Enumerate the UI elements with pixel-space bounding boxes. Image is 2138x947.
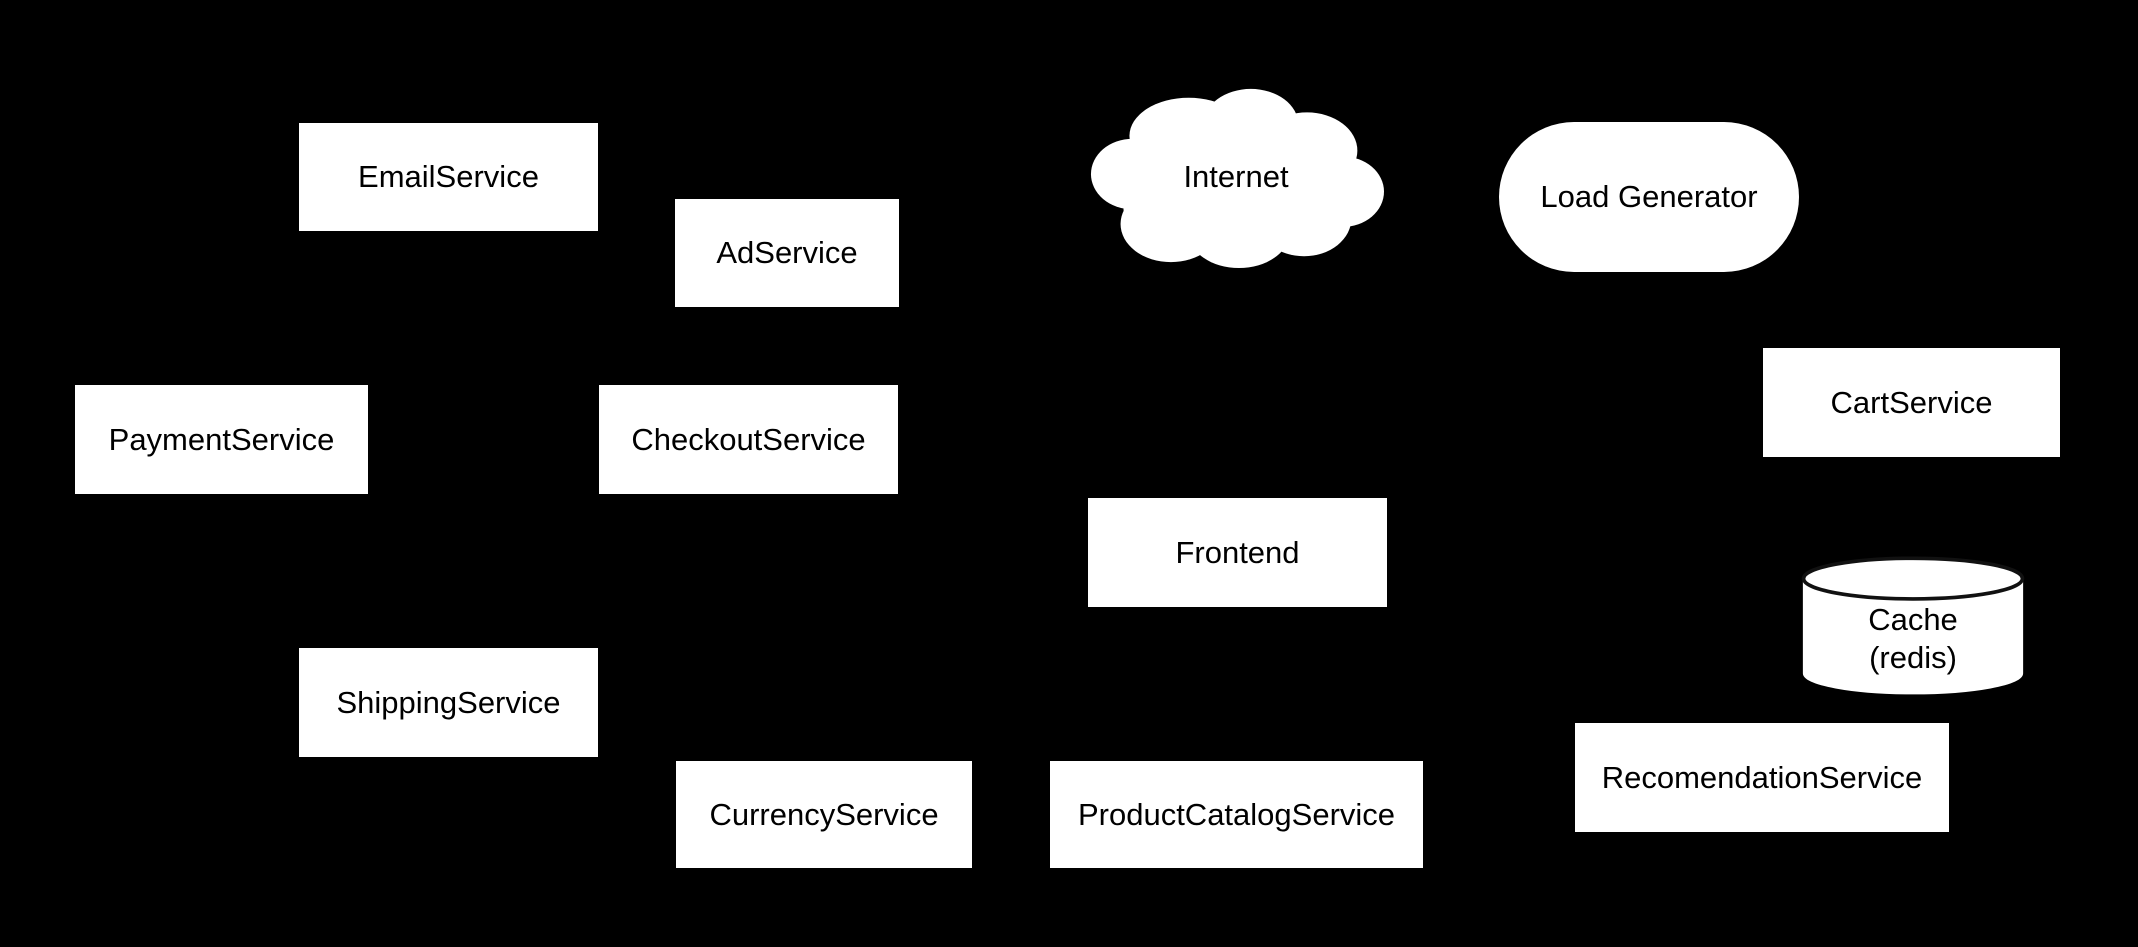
node-frontend[interactable]: Frontend xyxy=(1088,498,1387,607)
node-frontend-label: Frontend xyxy=(1175,534,1300,570)
node-product-catalog-service[interactable]: ProductCatalogService xyxy=(1050,761,1423,868)
node-email-service[interactable]: EmailService xyxy=(299,123,598,231)
node-recomendation-service-label: RecomendationService xyxy=(1601,759,1923,795)
node-cache-redis[interactable]: Cache (redis) xyxy=(1799,556,2027,696)
node-email-service-label: EmailService xyxy=(358,159,539,195)
node-product-catalog-service-label: ProductCatalogService xyxy=(1077,796,1396,832)
node-internet-label: Internet xyxy=(1183,159,1289,195)
node-ad-service[interactable]: AdService xyxy=(675,199,899,307)
node-shipping-service[interactable]: ShippingService xyxy=(299,648,598,757)
node-load-generator[interactable]: Load Generator xyxy=(1499,122,1799,272)
node-currency-service-label: CurrencyService xyxy=(709,796,939,832)
node-shipping-service-label: ShippingService xyxy=(336,684,561,720)
node-load-generator-label: Load Generator xyxy=(1540,179,1758,215)
node-cart-service[interactable]: CartService xyxy=(1763,348,2060,457)
node-payment-service[interactable]: PaymentService xyxy=(75,385,368,494)
node-checkout-service-label: CheckoutService xyxy=(631,421,866,457)
node-payment-service-label: PaymentService xyxy=(108,421,335,457)
node-internet-cloud-icon[interactable]: Internet xyxy=(1088,86,1384,268)
node-cache-redis-label: Cache (redis) xyxy=(1868,602,1958,675)
node-currency-service[interactable]: CurrencyService xyxy=(676,761,972,868)
node-checkout-service[interactable]: CheckoutService xyxy=(599,385,898,494)
node-cart-service-label: CartService xyxy=(1830,384,1993,420)
node-recomendation-service[interactable]: RecomendationService xyxy=(1575,723,1949,832)
node-ad-service-label: AdService xyxy=(716,235,858,271)
